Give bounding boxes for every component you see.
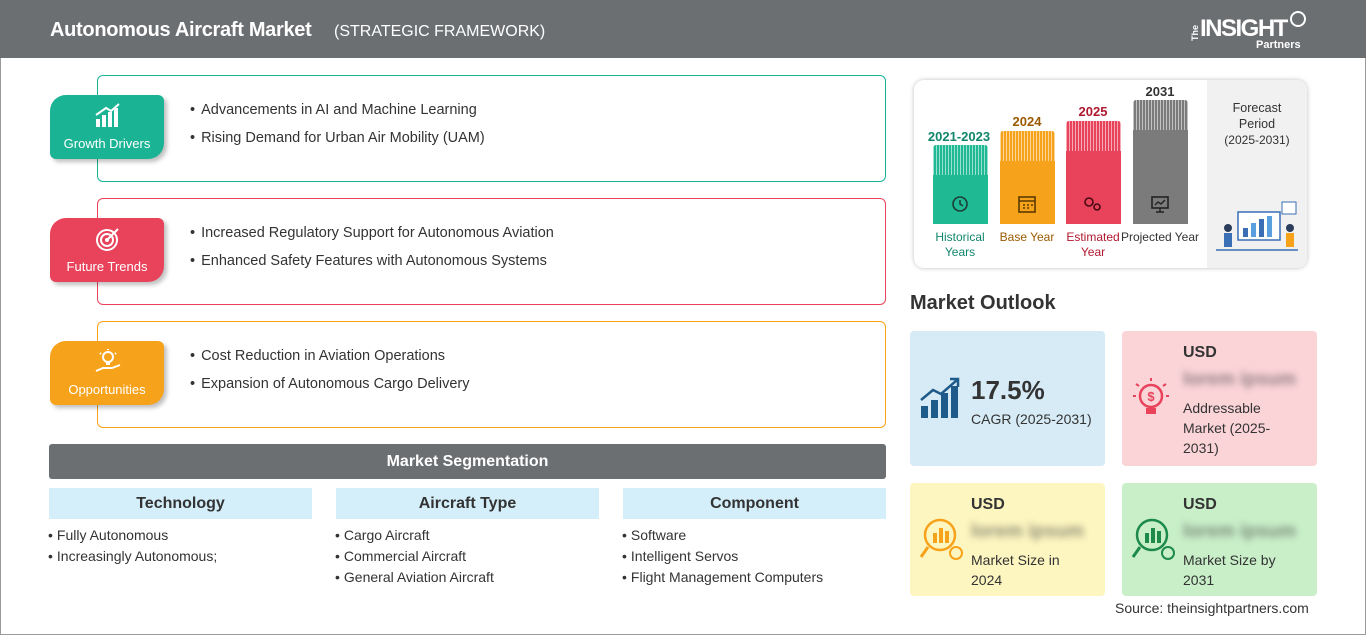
addressable-label: Addressable Market (2025-2031) xyxy=(1183,400,1271,456)
year-projected: 2031 xyxy=(1145,84,1175,99)
label-projected: Projected Year xyxy=(1120,230,1200,244)
source-credit: Source: theinsightpartners.com xyxy=(1115,600,1309,616)
growth-bar-chart-icon xyxy=(920,377,960,418)
growth-drivers-label: Growth Drivers xyxy=(63,136,151,151)
money-chart-icon xyxy=(919,518,963,560)
growth-chart-icon xyxy=(95,103,120,127)
size-2024-value: lorem ipsum xyxy=(971,521,1084,542)
list-item: Advancements in AI and Machine Learning xyxy=(190,96,485,124)
list-item: Rising Demand for Urban Air Mobility (UA… xyxy=(190,124,485,152)
opportunities-box: Cost Reduction in Aviation Operations Ex… xyxy=(97,321,886,428)
list-item: Software xyxy=(622,525,823,546)
label-base: Base Year xyxy=(999,230,1055,244)
clock-history-icon xyxy=(952,196,968,212)
component-list: Software Intelligent Servos Flight Manag… xyxy=(622,525,823,588)
list-item: Fully Autonomous xyxy=(48,525,217,546)
timeline-panel: 2021-2023 Historical Years 2024 Base Yea… xyxy=(914,80,1307,268)
analytics-team-icon xyxy=(1216,201,1298,251)
label-estimated: Estimated Year xyxy=(1066,230,1120,259)
list-item: Intelligent Servos xyxy=(622,546,823,567)
list-item: Increasingly Autonomous; xyxy=(48,546,217,567)
size-2024-usd: USD xyxy=(971,496,1005,513)
addressable-usd: USD xyxy=(1183,344,1217,361)
forecast-title: Forecast Period xyxy=(1232,101,1282,131)
list-item: Cargo Aircraft xyxy=(335,525,494,546)
cagr-card: 17.5% CAGR (2025-2031) xyxy=(910,331,1105,466)
size-2031-value: lorem ipsum xyxy=(1183,521,1296,542)
list-item: Enhanced Safety Features with Autonomous… xyxy=(190,247,554,275)
segmentation-title: Market Segmentation xyxy=(49,444,886,479)
forecast-period: (2025-2031) xyxy=(1224,133,1290,147)
list-item: General Aviation Aircraft xyxy=(335,567,494,588)
target-icon xyxy=(96,228,119,251)
year-historical: 2021-2023 xyxy=(927,129,991,144)
insight-partners-logo: The INSIGHT Partners xyxy=(1190,9,1310,53)
future-trends-badge: Future Trends xyxy=(50,218,164,282)
growth-drivers-badge: Growth Drivers xyxy=(50,95,164,159)
market-outlook-title: Market Outlook xyxy=(910,292,1056,314)
bar-historical xyxy=(933,145,988,224)
list-item: Flight Management Computers xyxy=(622,567,823,588)
aircraft-type-list: Cargo Aircraft Commercial Aircraft Gener… xyxy=(335,525,494,588)
list-item: Cost Reduction in Aviation Operations xyxy=(190,342,469,370)
bar-projected xyxy=(1133,100,1188,224)
opportunities-label: Opportunities xyxy=(68,382,146,397)
lightbulb-hand-icon xyxy=(95,349,121,372)
year-base: 2024 xyxy=(1012,114,1042,129)
magnifier-chart-icon xyxy=(1131,518,1175,560)
segment-heading-aircraft-type: Aircraft Type xyxy=(336,488,599,519)
page-title: Autonomous Aircraft Market xyxy=(50,19,312,41)
addressable-market-card: $ USD lorem ipsum Addressable Market (20… xyxy=(1122,331,1317,466)
size-2024-label: Market Size in 2024 xyxy=(971,552,1060,588)
bar-base xyxy=(1000,131,1055,224)
segment-heading-component: Component xyxy=(623,488,886,519)
list-item: Increased Regulatory Support for Autonom… xyxy=(190,219,554,247)
year-estimated: 2025 xyxy=(1078,104,1108,119)
svg-text:$: $ xyxy=(1147,389,1155,404)
size-2031-usd: USD xyxy=(1183,496,1217,513)
technology-list: Fully Autonomous Increasingly Autonomous… xyxy=(48,525,217,567)
future-trends-label: Future Trends xyxy=(66,259,148,274)
dollar-lightbulb-icon: $ xyxy=(1133,378,1169,414)
forecast-period-panel: Forecast Period (2025-2031) xyxy=(1207,80,1307,268)
list-item: Expansion of Autonomous Cargo Delivery xyxy=(190,370,469,398)
calendar-icon xyxy=(1018,196,1036,213)
list-item: Commercial Aircraft xyxy=(335,546,494,567)
size-2031-label: Market Size by 2031 xyxy=(1183,552,1276,588)
growth-drivers-box: Advancements in AI and Machine Learning … xyxy=(97,75,886,182)
label-historical: Historical Years xyxy=(935,230,985,259)
segment-heading-technology: Technology xyxy=(49,488,312,519)
market-size-2031-card: USD lorem ipsum Market Size by 2031 xyxy=(1122,483,1317,596)
opportunities-badge: Opportunities xyxy=(50,341,164,405)
presentation-chart-icon xyxy=(1151,196,1169,213)
gears-icon xyxy=(1084,197,1101,211)
cagr-value: 17.5% xyxy=(971,375,1045,405)
market-size-2024-card: USD lorem ipsum Market Size in 2024 xyxy=(910,483,1105,596)
future-trends-box: Increased Regulatory Support for Autonom… xyxy=(97,198,886,305)
bar-estimated xyxy=(1066,121,1121,224)
cagr-label: CAGR (2025-2031) xyxy=(971,411,1092,427)
addressable-value: lorem ipsum xyxy=(1183,369,1296,390)
page-subtitle: (STRATEGIC FRAMEWORK) xyxy=(334,23,546,40)
header-bar: Autonomous Aircraft Market (STRATEGIC FR… xyxy=(0,0,1366,58)
